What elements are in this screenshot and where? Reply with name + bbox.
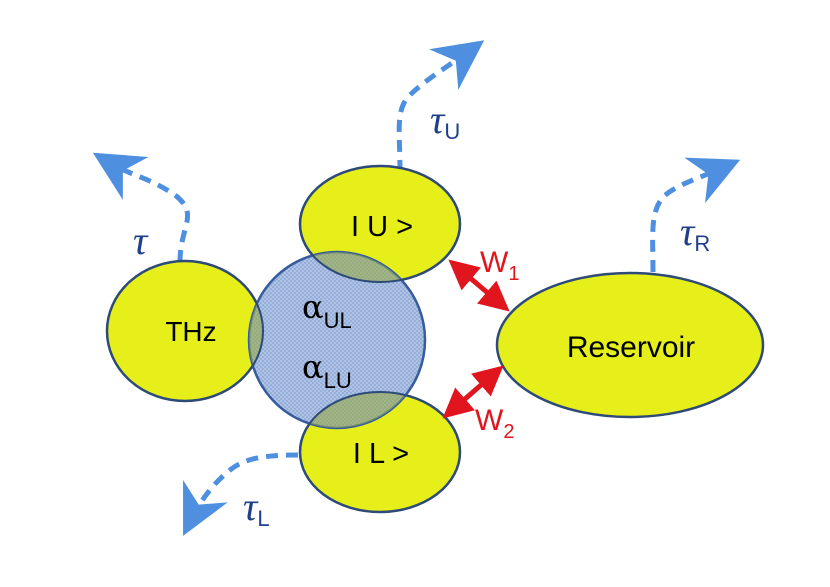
tau-upper-label: τU <box>430 97 460 144</box>
tau-upper-symbol: τ <box>430 97 446 142</box>
decay-arrow-thz-icon <box>92 152 191 263</box>
alpha-lu-symbol: α <box>302 348 324 386</box>
lower-level-label: I L > <box>353 438 409 470</box>
tau-thz-label: τ <box>133 218 149 263</box>
w1-symbol: W <box>480 246 509 279</box>
tau-reservoir-symbol: τ <box>680 209 696 254</box>
w1-subscript: 1 <box>508 263 519 285</box>
transfer-arrow-w2-icon <box>442 365 504 419</box>
lower-level-node-outline <box>299 391 461 513</box>
tau-upper-subscript: U <box>444 119 460 144</box>
upper-level-node-outline <box>299 165 461 283</box>
transfer-arrow-w1-icon <box>448 259 510 312</box>
w2-subscript: 2 <box>503 421 514 443</box>
thz-label: THz <box>165 316 216 347</box>
w1-label: W1 <box>480 246 519 285</box>
upper-level-label: I U > <box>351 211 413 243</box>
decay-arrow-lower-icon <box>183 452 299 536</box>
tau-lower-subscript: L <box>257 506 269 531</box>
alpha-lu-subscript: LU <box>324 368 352 393</box>
tau-lower-symbol: τ <box>243 484 259 529</box>
alpha-ul-subscript: UL <box>324 308 352 333</box>
decay-arrow-reservoir-icon <box>650 157 741 273</box>
thz-node-outline <box>106 260 264 402</box>
tau-reservoir-subscript: R <box>694 231 710 256</box>
w2-symbol: W <box>475 404 504 437</box>
w2-label: W2 <box>475 404 514 443</box>
reservoir-node <box>495 271 765 419</box>
reservoir-label: Reservoir <box>567 331 695 364</box>
tau-reservoir-label: τR <box>680 209 710 256</box>
alpha-ul-label: αUL <box>302 288 352 333</box>
alpha-lu-label: αLU <box>302 348 352 393</box>
decay-arrow-upper-icon <box>396 40 485 173</box>
alpha-ul-symbol: α <box>302 288 324 326</box>
tau-lower-label: τL <box>243 484 270 531</box>
tau-thz-symbol: τ <box>133 218 149 263</box>
